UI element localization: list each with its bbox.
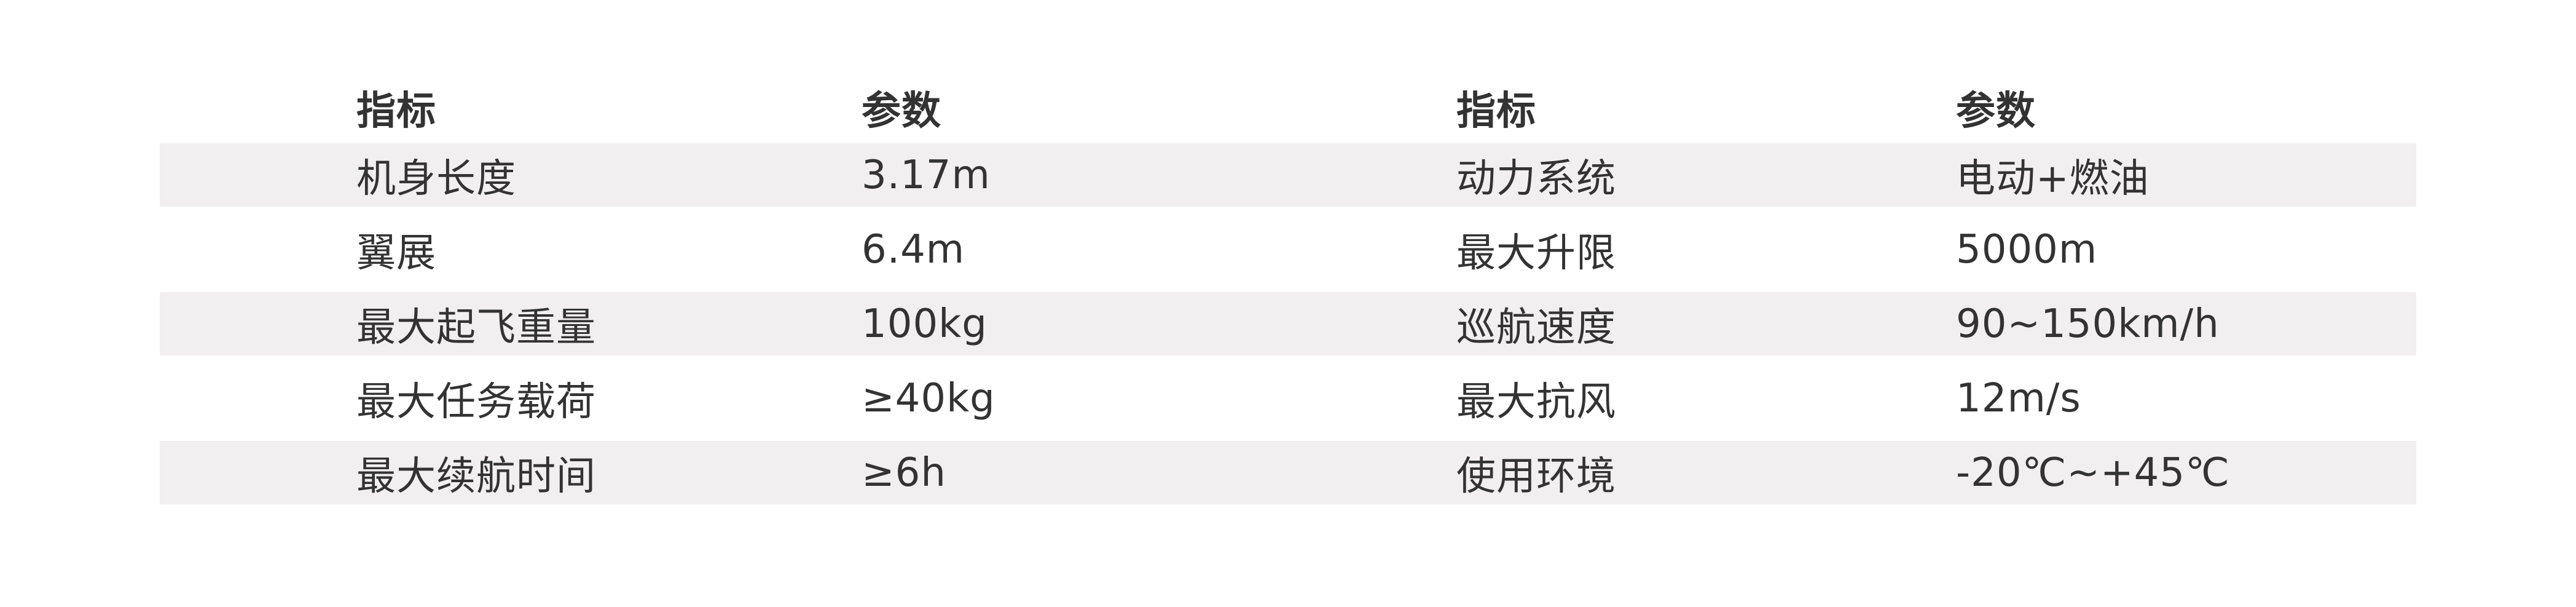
row-value-left: 3.17m	[862, 152, 991, 198]
row-label-left: 最大任务载荷	[356, 379, 596, 425]
spec-table: 指标 参数 指标 参数 机身长度 3.17m 动力系统 电动+燃油 翼展 6.4…	[160, 74, 2416, 504]
row-label-left: 机身长度	[356, 156, 516, 202]
row-label-right: 巡航速度	[1456, 304, 1616, 351]
table-row: 翼展 6.4m 最大升限 5000m	[160, 218, 2416, 281]
header-indicator-right: 指标	[1456, 89, 1536, 134]
header-indicator-left: 指标	[356, 89, 436, 134]
row-label-right: 最大抗风	[1456, 379, 1616, 425]
row-spacer	[160, 207, 2416, 218]
row-spacer	[160, 281, 2416, 292]
header-param-left: 参数	[862, 89, 941, 134]
row-label-right: 最大升限	[1456, 230, 1616, 276]
row-spacer	[160, 355, 2416, 367]
row-value-right: -20℃~+45℃	[1956, 450, 2230, 496]
table-row: 最大任务载荷 ≥40kg 最大抗风 12m/s	[160, 367, 2416, 430]
row-value-left: ≥40kg	[862, 375, 995, 421]
row-value-left: ≥6h	[862, 450, 946, 496]
row-label-left: 最大起飞重量	[356, 304, 596, 351]
table-header-row: 指标 参数 指标 参数	[160, 74, 2416, 141]
header-param-right: 参数	[1956, 89, 2036, 134]
table-row: 最大续航时间 ≥6h 使用环境 -20℃~+45℃	[160, 441, 2416, 504]
row-label-left: 最大续航时间	[356, 453, 596, 499]
row-label-right: 动力系统	[1456, 156, 1616, 202]
row-value-left: 100kg	[862, 301, 988, 347]
table-row: 机身长度 3.17m 动力系统 电动+燃油	[160, 143, 2416, 207]
row-value-right: 90~150km/h	[1956, 301, 2220, 347]
table-row: 最大起飞重量 100kg 巡航速度 90~150km/h	[160, 292, 2416, 355]
row-spacer	[160, 430, 2416, 441]
row-value-right: 12m/s	[1956, 375, 2081, 421]
row-value-left: 6.4m	[862, 226, 965, 272]
row-value-right: 电动+燃油	[1956, 156, 2150, 202]
row-label-right: 使用环境	[1456, 453, 1616, 499]
row-label-left: 翼展	[356, 230, 436, 276]
row-value-right: 5000m	[1956, 226, 2098, 272]
